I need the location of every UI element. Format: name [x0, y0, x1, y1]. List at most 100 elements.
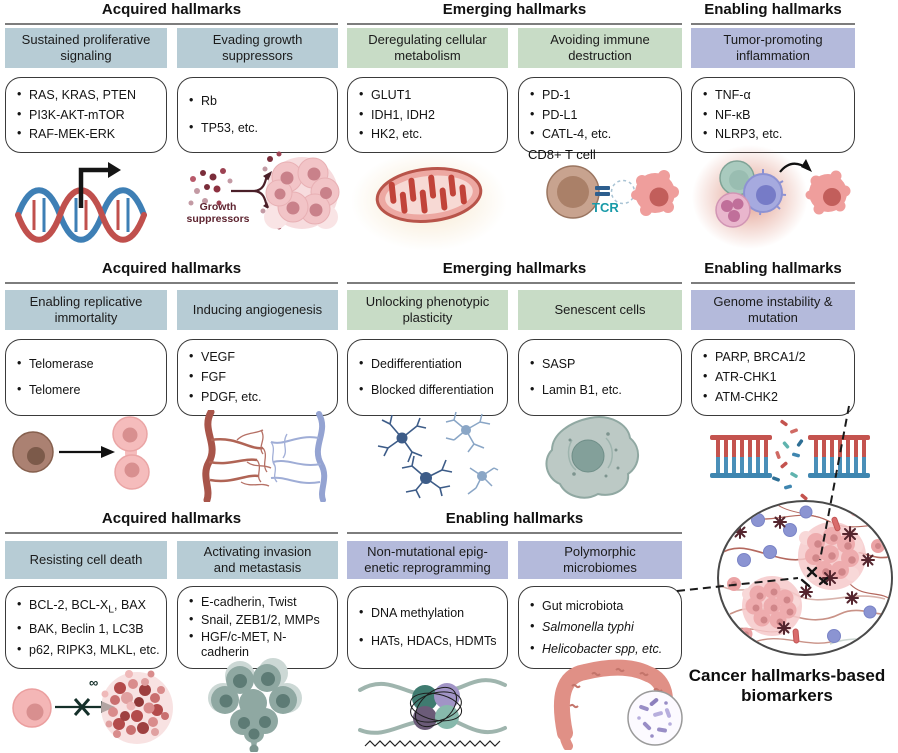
- list-item: IDH1, IDH2: [356, 107, 501, 123]
- list-item: Snail, ZEB1/2, MMPs: [186, 612, 331, 628]
- list-item: BAK, Beclin 1, LC3B: [14, 621, 160, 637]
- card-header: Deregulating cellular metabolism: [347, 28, 508, 68]
- senescent-cell-illustration: [528, 410, 663, 505]
- immune-cells-attack-illustration: [688, 145, 870, 255]
- infinity-symbol: ∞: [89, 675, 99, 690]
- list-item: GLUT1: [356, 87, 501, 103]
- t-cell: [546, 165, 600, 219]
- list-item: Helicobacter spp, etc.: [527, 641, 675, 657]
- section-title-acquired-2: Acquired hallmarks: [5, 260, 338, 284]
- angiogenesis-illustration: [197, 410, 333, 502]
- dna-damage-illustration: [700, 415, 890, 505]
- card-header: Activating invasion and metastasis: [177, 541, 338, 579]
- list-item: DNA methylation: [356, 605, 501, 621]
- card-header-text: Non-mutational epig- enetic reprogrammin…: [364, 543, 491, 575]
- card-header-text: Inducing angiogenesis: [192, 301, 323, 317]
- card-header-text: Sustained proliferative signaling: [21, 31, 151, 63]
- card-inducing-angiogenesis: Inducing angiogenesis VEGF FGF PDGF, etc…: [177, 290, 338, 416]
- cell-division-illustration: [5, 408, 175, 506]
- section-title-enabling-3: Enabling hallmarks: [347, 510, 682, 534]
- dividing-cells: [112, 416, 150, 490]
- card-header-text: Polymorphic microbiomes: [563, 543, 637, 575]
- list-item: HK2, etc.: [356, 126, 501, 142]
- section-title-emerging-1: Emerging hallmarks: [347, 1, 682, 25]
- list-item: Blocked differentiation: [356, 382, 501, 398]
- card-header: Evading growth suppressors: [177, 28, 338, 68]
- target-tumor-cell: [805, 170, 851, 215]
- cd8-t-cell-label: CD8+ T cell: [528, 147, 596, 162]
- card-header: Resisting cell death: [5, 541, 167, 579]
- list-item: Telomerase: [14, 356, 160, 372]
- dna-segment-left: [710, 435, 772, 478]
- dna-transcription-illustration: [8, 150, 166, 250]
- list-item: p62, RIPK3, MLKL, etc.: [14, 642, 160, 658]
- card-list: SASP Lamin B1, etc.: [518, 339, 682, 416]
- dendritic-cell: [742, 169, 787, 216]
- dna-fragments: [772, 419, 808, 501]
- card-activating-invasion-metastasis: Activating invasion and metastasis E-cad…: [177, 541, 338, 669]
- growth-suppressors-illustration: Growth suppressors: [175, 147, 340, 253]
- card-genome-instability-mutation: Genome instability & mutation PARP, BRCA…: [691, 290, 855, 416]
- card-header-text: Genome instability & mutation: [713, 293, 833, 325]
- section-title-enabling-2: Enabling hallmarks: [691, 260, 855, 284]
- card-header-text: Evading growth suppressors: [212, 31, 303, 63]
- card-header: Non-mutational epig- enetic reprogrammin…: [347, 541, 508, 579]
- card-list: PARP, BRCA1/2 ATR-CHK1 ATM-CHK2: [691, 339, 855, 416]
- list-item: NF-κB: [700, 107, 848, 123]
- card-list: DNA methylation HATs, HDACs, HDMTs: [347, 586, 508, 669]
- tcr-label: TCR: [592, 200, 619, 215]
- card-header: Unlocking phenotypic plasticity: [347, 290, 508, 330]
- list-item: NLRP3, etc.: [700, 126, 848, 142]
- list-item: CATL-4, etc.: [527, 126, 675, 142]
- card-header: Tumor-promoting inflammation: [691, 28, 855, 68]
- list-item: RAF-MEK-ERK: [14, 126, 160, 142]
- list-item: ATM-CHK2: [700, 389, 848, 405]
- card-sustained-proliferative-signaling: Sustained proliferative signaling RAS, K…: [5, 28, 167, 153]
- epigenetic-nucleosome-illustration: [355, 660, 510, 750]
- section-title-enabling-1: Enabling hallmarks: [691, 1, 855, 25]
- list-item: BCL-2, BCL-XL, BAX: [14, 597, 160, 617]
- card-header: Genome instability & mutation: [691, 290, 855, 330]
- tumor-microenvironment-circle: [710, 494, 898, 664]
- tumor-cluster-b: [742, 576, 802, 636]
- bacteria-magnifier: [627, 690, 683, 746]
- card-deregulating-cellular-metabolism: Deregulating cellular metabolism GLUT1 I…: [347, 28, 508, 153]
- card-list: Rb TP53, etc.: [177, 77, 338, 153]
- neurons-illustration: [362, 410, 502, 502]
- card-list: RAS, KRAS, PTEN PI3K-AKT-mTOR RAF-MEK-ER…: [5, 77, 167, 153]
- card-header-text: Enabling replicative immortality: [29, 293, 143, 325]
- card-header-text: Avoiding immune destruction: [550, 31, 650, 63]
- resisting-cell-death-illustration: ∞: [5, 660, 185, 750]
- invasion-metastasis-illustration: [195, 658, 325, 752]
- list-item: FGF: [186, 369, 331, 385]
- card-header: Enabling replicative immortality: [5, 290, 167, 330]
- card-non-mutational-epigenetic-reprogramming: Non-mutational epig- enetic reprogrammin…: [347, 541, 508, 669]
- tumor-cell: [631, 170, 679, 216]
- card-list: PD-1 PD-L1 CATL-4, etc.: [518, 77, 682, 153]
- list-item: TNF-α: [700, 87, 848, 103]
- card-header-text: Deregulating cellular metabolism: [368, 31, 487, 63]
- list-item: Lamin B1, etc.: [527, 382, 675, 398]
- card-header-text: Unlocking phenotypic plasticity: [365, 293, 490, 325]
- list-item: Telomere: [14, 382, 160, 398]
- list-item: PD-1: [527, 87, 675, 103]
- card-list: TNF-α NF-κB NLRP3, etc.: [691, 77, 855, 153]
- list-item: HGF/c-MET, N-cadherin: [186, 629, 331, 660]
- card-header-text: Activating invasion and metastasis: [203, 543, 312, 575]
- card-header: Avoiding immune destruction: [518, 28, 682, 68]
- list-item: E-cadherin, Twist: [186, 594, 331, 610]
- card-header-text: Senescent cells: [554, 301, 646, 317]
- dna-segment-right: [808, 435, 870, 478]
- list-item: PI3K-AKT-mTOR: [14, 107, 160, 123]
- card-list: GLUT1 IDH1, IDH2 HK2, etc.: [347, 77, 508, 153]
- list-item: SASP: [527, 356, 675, 372]
- invading-cell: [244, 725, 264, 752]
- section-title-acquired-1: Acquired hallmarks: [5, 1, 338, 25]
- card-header: Inducing angiogenesis: [177, 290, 338, 330]
- list-item: Dedifferentiation: [356, 356, 501, 372]
- card-header-text: Tumor-promoting inflammation: [723, 31, 823, 63]
- cd8-t-cell-illustration: CD8+ T cell TCR: [518, 145, 685, 255]
- card-avoiding-immune-destruction: Avoiding immune destruction PD-1 PD-L1 C…: [518, 28, 682, 153]
- card-list: Gut microbiota Salmonella typhi Helicoba…: [518, 586, 682, 669]
- list-item: HATs, HDACs, HDMTs: [356, 633, 501, 649]
